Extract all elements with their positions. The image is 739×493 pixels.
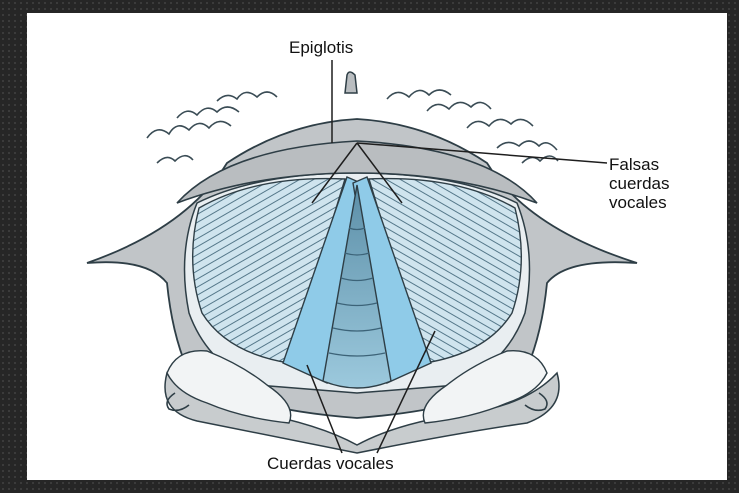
- diagram-panel: Epiglotis Falsas cuerdas vocales Cuerdas…: [27, 13, 727, 480]
- larynx-illustration: [27, 13, 727, 480]
- label-epiglottis: Epiglotis: [289, 38, 353, 57]
- epiglottis-stalk: [345, 72, 357, 93]
- label-vocal-cords: Cuerdas vocales: [267, 454, 394, 473]
- label-false-vocal-cords: Falsas cuerdas vocales: [609, 155, 719, 212]
